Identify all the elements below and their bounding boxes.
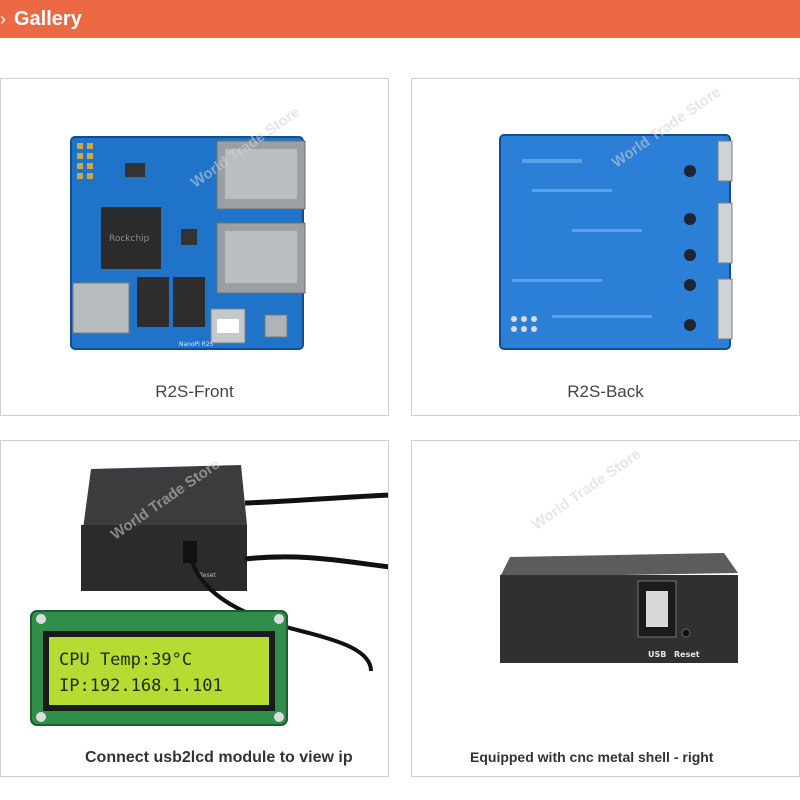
caption-back: R2S-Back: [567, 382, 644, 401]
caption-shell: Equipped with cnc metal shell - right: [470, 749, 714, 765]
board-silkscreen: NanoPi R2S: [179, 341, 214, 348]
gallery-card-back[interactable]: World Trade Store R2S-Back: [411, 78, 800, 416]
cnc-metal-shell-image: USB Reset: [500, 553, 738, 663]
lcd-line-2: IP:192.168.1.101: [59, 676, 223, 696]
reset-button-label: Reset: [674, 650, 700, 659]
caption-lcd: Connect usb2lcd module to view ip: [85, 749, 353, 766]
gallery-header: › Gallery: [0, 0, 800, 38]
caption-front: R2S-Front: [155, 382, 234, 401]
r2s-back-board-image: [499, 134, 733, 350]
gallery-card-front[interactable]: Rockchip NanoPi R2S World Trade Store R2…: [0, 78, 389, 416]
lcd-line-1: CPU Temp:39°C: [59, 650, 192, 670]
usb2lcd-setup-image: Reset CPU Temp:39°C IP:192.168.1.101: [30, 465, 388, 726]
svg-text:Reset: Reset: [199, 572, 216, 579]
gallery-card-shell[interactable]: USB Reset World Trade Store Equipped wit…: [411, 440, 800, 777]
usb-port-label: USB: [648, 650, 666, 659]
r2s-front-board-image: Rockchip NanoPi R2S: [70, 136, 306, 350]
section-title: Gallery: [14, 8, 82, 30]
chevron-icon: ›: [0, 9, 6, 29]
soc-chip-label: Rockchip: [109, 234, 150, 244]
gallery-card-lcd[interactable]: Reset CPU Temp:39°C IP:192.168.1.101 Wor…: [0, 440, 389, 777]
